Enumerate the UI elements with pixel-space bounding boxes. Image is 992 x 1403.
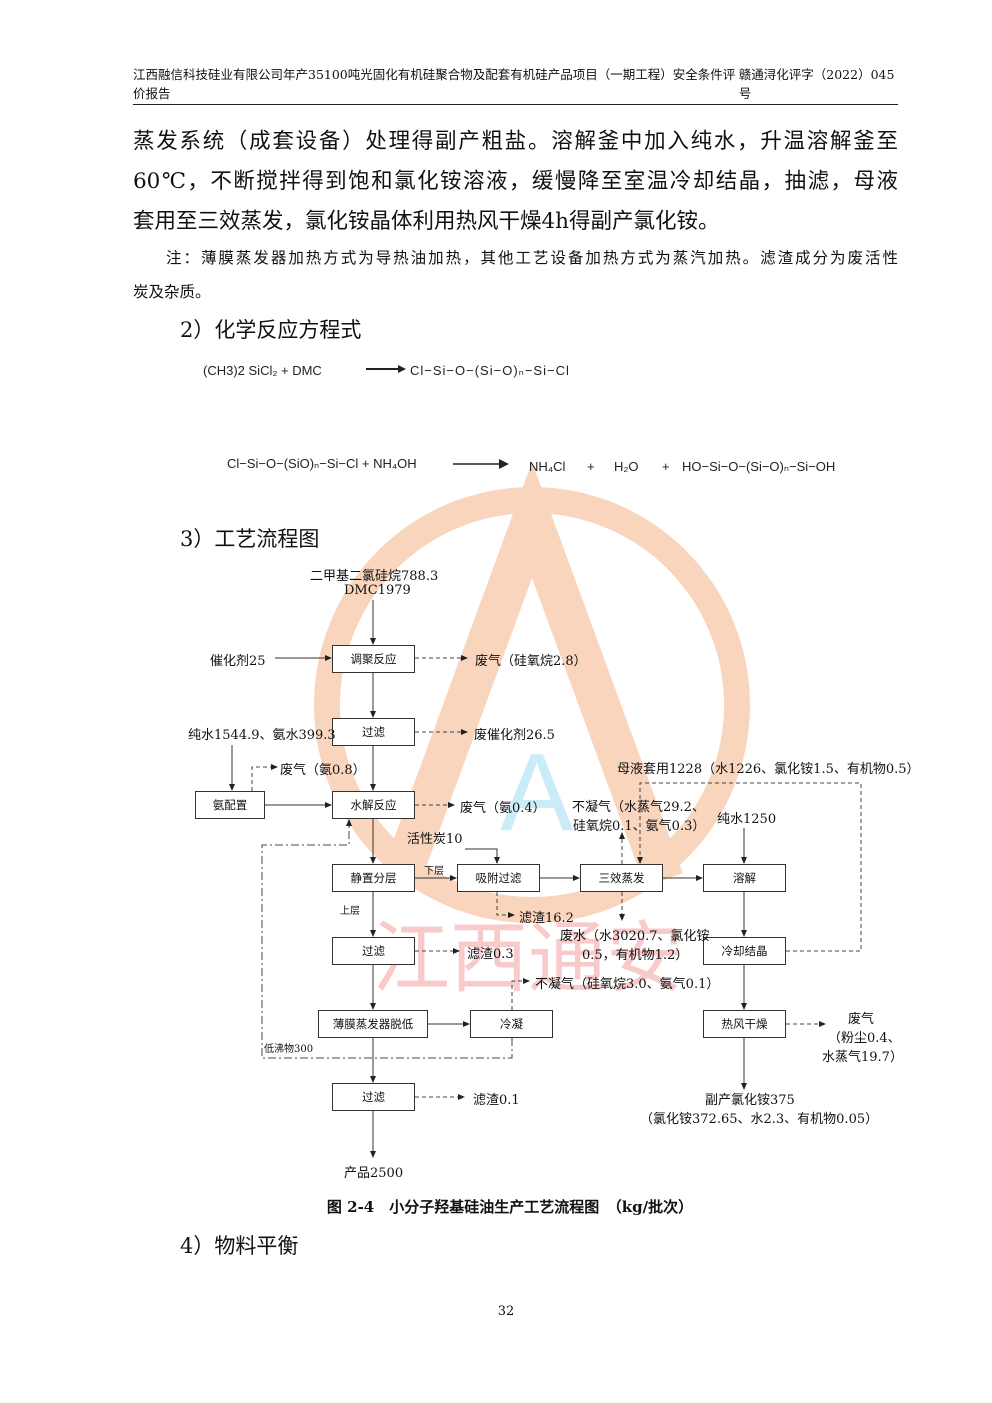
layer-label: 上层 [340,906,360,917]
input-label: 纯水1544.9、氨水399.3 [188,728,336,743]
arrow-icon [453,459,509,469]
note-line-2: 炭及杂质。 [133,283,211,301]
emission-label: 不凝气（硅氧烷3.0、氨气0.1） [535,977,720,992]
emission-label: （粉尘0.4、 [828,1031,901,1046]
emission-label: 不凝气（水蒸气29.2、 [572,800,705,815]
emission-label: 废气（氨0.8） [280,763,366,778]
step-adsorption-filter: 吸附过滤 [457,864,540,892]
step-telomerization: 调聚反应 [332,645,415,673]
waste-label: 废水（水3020.7、氯化铵 [560,929,710,944]
input-label: 活性炭10 [407,832,463,847]
feed-label: DMC1979 [344,583,411,598]
layer-label: 下层 [424,866,444,877]
input-label: 催化剂25 [210,654,266,669]
figure-caption: 图 2-4 小分子羟基硅油生产工艺流程图 （kg/批次） [326,1198,694,1216]
waste-label: 滤渣0.1 [473,1093,520,1108]
waste-label: 滤渣0.3 [467,947,514,962]
waste-label: 0.5，有机物1.2） [582,948,689,963]
step-filter-2: 过滤 [332,937,415,965]
page-number: 32 [497,1304,515,1319]
input-label: 纯水1250 [717,812,777,827]
body-line-3: 套用至三效蒸发，氯化铵晶体利用热风干燥4h得副产氯化铵。 [133,209,720,234]
equation2-product-nh4cl: NH₄Cl [529,459,566,474]
equation2-product-silicone-oil: HO−Si−O−(Si−O)ₙ−Si−OH [682,459,836,474]
arrow-icon [366,365,406,373]
emission-label: 水蒸气19.7） [822,1050,903,1065]
waste-label: 废催化剂26.5 [474,728,555,743]
feed-label: 二甲基二氯硅烷788.3 [310,569,439,584]
equation1-product: Cl−Si−O−(Si−O)ₙ−Si−Cl [410,363,570,378]
page-header: 江西融信科技硅业有限公司年产35100吨光固化有机硅聚合物及配套有机硅产品项目（… [133,67,898,105]
recycle-label: 低沸物300 [264,1044,314,1055]
section-heading-material-balance: 4）物料平衡 [180,1234,299,1258]
plus-sign: + [662,459,670,474]
byproduct-label: 副产氯化铵375 [705,1093,795,1108]
section-heading-equations: 2）化学反应方程式 [180,318,362,342]
step-triple-evaporation: 三效蒸发 [580,864,663,892]
emission-label: 废气 [848,1012,875,1027]
recycle-label: 母液套用1228（水1226、氯化铵1.5、有机物0.5） [617,762,920,777]
step-hot-air-dry: 热风干燥 [703,1010,786,1038]
equation1-reactants: (CH3)2 SiCl₂ + DMC [203,363,322,378]
emission-label: 废气（硅氧烷2.8） [475,654,587,669]
step-film-evaporator: 薄膜蒸发器脱低 [318,1010,428,1038]
step-ammonia-prep: 氨配置 [195,791,265,819]
section-heading-flowchart: 3）工艺流程图 [180,527,320,551]
step-settling: 静置分层 [332,864,415,892]
step-filter-3: 过滤 [332,1083,415,1111]
step-cool-crystallize: 冷却结晶 [703,937,786,965]
body-line-2: 60℃，不断搅拌得到饱和氯化铵溶液，缓慢降至室温冷却结晶，抽滤，母液 [133,169,898,194]
equation2-product-water: H₂O [614,459,639,474]
byproduct-label: （氯化铵372.65、水2.3、有机物0.05） [640,1112,879,1127]
step-hydrolysis: 水解反应 [332,791,415,819]
plus-sign: + [587,459,595,474]
header-title: 江西融信科技硅业有限公司年产35100吨光固化有机硅聚合物及配套有机硅产品项目（… [133,67,736,101]
waste-label: 滤渣16.2 [519,911,574,926]
product-label: 产品2500 [344,1166,404,1181]
step-filter-1: 过滤 [332,718,415,746]
emission-label: 硅氧烷0.1、氨气0.3） [573,819,706,834]
emission-label: 废气（氨0.4） [460,801,546,816]
step-condense: 冷凝 [470,1010,553,1038]
equation2-reactants: Cl−Si−O−(SiO)ₙ−Si−Cl + NH₄OH [227,456,417,471]
note-line-1: 注：薄膜蒸发器加热方式为导热油加热，其他工艺设备加热方式为蒸汽加热。滤渣成分为废… [166,249,898,267]
header-doc-number: 赣通浔化评字（2022）045号 [738,67,895,101]
body-line-1: 蒸发系统（成套设备）处理得副产粗盐。溶解釜中加入纯水，升温溶解釜至 [133,129,898,154]
step-dissolve: 溶解 [703,864,786,892]
